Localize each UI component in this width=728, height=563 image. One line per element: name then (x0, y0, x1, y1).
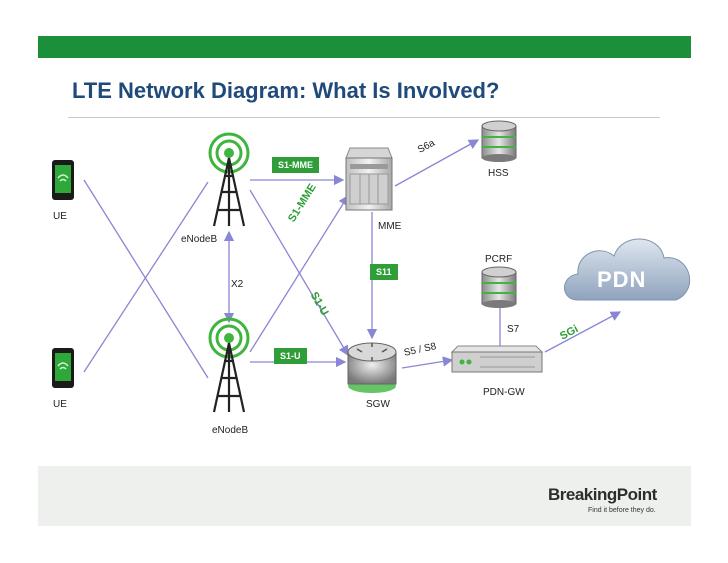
phone-icon-top (52, 160, 74, 200)
mme-label: MME (378, 221, 402, 232)
ue-bottom-label: UE (53, 399, 67, 410)
enodeb-top-label: eNodeB (181, 234, 218, 245)
link-s6a (394, 139, 480, 187)
ue-top-label: UE (53, 211, 67, 222)
enodeb-bottom-label: eNodeB (212, 425, 249, 436)
s1-u-tag: S1-U (274, 348, 307, 364)
cell-tower-icon-top (208, 132, 250, 227)
brand-tagline: Find it before they do. (588, 507, 656, 514)
footer-band (38, 466, 691, 526)
phone-icon-bottom (52, 348, 74, 388)
link-s5-s8 (401, 356, 454, 369)
pdn-label: PDN (597, 267, 647, 292)
s11-tag: S11 (370, 264, 398, 280)
server-icon-mme (345, 147, 393, 211)
pcrf-label: PCRF (485, 254, 513, 265)
s7-label: S7 (507, 324, 520, 335)
cloud-icon-pdn (564, 238, 691, 301)
s1-mme-tag: S1-MME (272, 157, 320, 173)
breakingpoint-logo: BreakingPoint Find it before they do. (548, 485, 657, 514)
sgw-label: SGW (366, 399, 390, 410)
router-icon-sgw (347, 342, 397, 393)
database-icon-hss (481, 120, 517, 162)
top-banner (38, 36, 691, 58)
x2-label: X2 (231, 279, 244, 290)
cell-tower-icon-bottom (208, 317, 250, 413)
gateway-appliance-icon (450, 345, 544, 373)
page-title: LTE Network Diagram: What Is Involved? (72, 78, 500, 103)
link-ue-top-enb-bottom (83, 179, 209, 379)
link-ue-bottom-enb-top (83, 181, 209, 373)
brand-name: BreakingPoint (548, 485, 657, 504)
link-sgi (544, 311, 622, 353)
hss-label: HSS (488, 168, 509, 179)
link-s1-mme-diag (249, 194, 349, 353)
pdn-gw-label: PDN-GW (483, 387, 525, 398)
link-s1-u-diag (249, 189, 349, 357)
database-icon-pcrf (481, 266, 517, 308)
title-divider (68, 117, 660, 118)
links (83, 139, 622, 379)
